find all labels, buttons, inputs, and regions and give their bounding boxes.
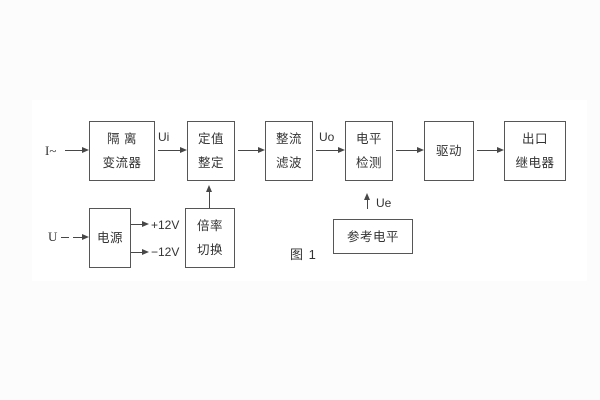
block-setting-line1: 定值 xyxy=(197,132,224,146)
label-current-input: I~ xyxy=(45,143,57,158)
block-output-relay: 出口 继电器 xyxy=(504,121,566,181)
block-isolation-line1: 隔 离 xyxy=(107,132,137,146)
block-isolation-line2: 变流器 xyxy=(102,156,142,170)
block-ratio-switch: 倍率 切换 xyxy=(185,208,235,268)
label-signal-ui: Ui xyxy=(158,130,170,144)
block-reference-label: 参考电平 xyxy=(346,229,399,244)
arrow-setting-to-rectifier-icon xyxy=(238,147,265,154)
block-ratio-line2: 切换 xyxy=(196,243,223,257)
block-setting-line2: 整定 xyxy=(197,156,224,170)
block-rectify-line1: 整流 xyxy=(275,132,302,146)
arrow-voltage-to-power-icon xyxy=(73,234,89,241)
arrow-drive-to-relay-icon xyxy=(477,147,504,154)
block-rectifier-filter: 整流 滤波 xyxy=(265,121,313,181)
arrow-level-to-drive-icon xyxy=(396,147,424,154)
block-outlet-line1: 出口 xyxy=(521,132,548,146)
block-reference-level: 参考电平 xyxy=(333,219,413,254)
arrow-plus12-out-icon xyxy=(131,221,149,228)
figure-caption: 图 1 xyxy=(290,247,317,262)
arrow-reference-to-level-icon xyxy=(364,193,371,209)
block-level-detector: 电平 检测 xyxy=(345,121,393,181)
block-rectify-line2: 滤波 xyxy=(275,156,302,170)
block-setting-adjust: 定值 整定 xyxy=(187,121,235,181)
block-drive-label: 驱动 xyxy=(435,144,462,158)
arrow-isolation-to-setting-icon xyxy=(158,147,187,154)
dash-voltage-input-icon xyxy=(61,237,69,238)
arrow-ratio-to-setting-icon xyxy=(206,185,213,208)
block-outlet-line2: 继电器 xyxy=(515,156,555,170)
arrow-current-to-isolation-icon xyxy=(65,147,89,154)
block-level-line2: 检测 xyxy=(355,156,382,170)
block-isolation-transformer: 隔 离 变流器 xyxy=(89,121,155,181)
block-drive: 驱动 xyxy=(424,121,474,181)
block-ratio-line1: 倍率 xyxy=(196,219,223,233)
block-power-supply: 电源 xyxy=(89,208,131,268)
label-signal-ue: Ue xyxy=(376,196,392,210)
label-signal-uo: Uo xyxy=(319,130,335,144)
label-voltage-input: U xyxy=(48,229,58,244)
block-level-line1: 电平 xyxy=(355,132,382,146)
block-power-label: 电源 xyxy=(96,231,123,245)
arrow-rectifier-to-level-icon xyxy=(316,147,345,154)
arrow-minus12-out-icon xyxy=(131,249,149,256)
label-minus-12v: −12V xyxy=(151,245,180,259)
label-plus-12v: +12V xyxy=(151,218,180,232)
